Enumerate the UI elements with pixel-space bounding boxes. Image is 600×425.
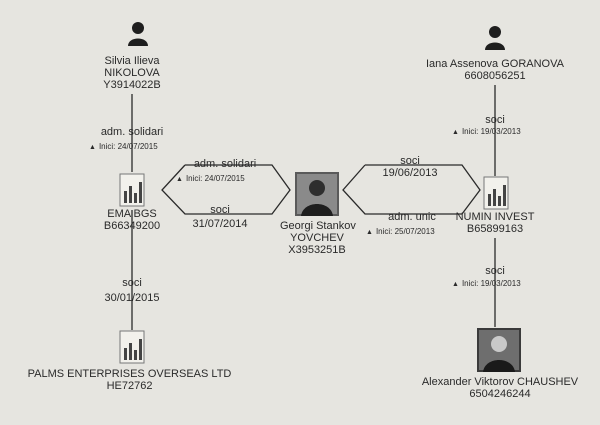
edge-role: adm. unic: [388, 211, 436, 223]
edge-role: soci: [485, 114, 505, 126]
company-icon[interactable]: [119, 330, 145, 364]
edge-date-silvia-ema: ▲Inici: 24/07/2015: [89, 142, 158, 152]
node-iana-line1: Iana Assenova GORANOVA: [426, 58, 564, 70]
edge-date-georgi-ema-top: ▲Inici: 24/07/2015: [176, 174, 245, 184]
edge-label-iana-numin: soci: [470, 114, 520, 126]
edge-role: soci: [210, 204, 230, 216]
triangle-icon: ▲: [366, 229, 373, 236]
edge-date: Inici: 19/03/2013: [461, 279, 521, 288]
edge-date: 31/07/2014: [192, 218, 248, 230]
edge-georgi-numin-arrow: [342, 164, 481, 215]
edge-date-numin-alexander: ▲Inici: 19/03/2013: [452, 279, 521, 289]
edge-role: soci: [400, 155, 420, 167]
triangle-icon: ▲: [89, 144, 96, 151]
edge-role: adm. solidari: [193, 158, 257, 170]
edge-role: soci: [485, 265, 505, 277]
node-numin[interactable]: NUMIN INVEST B65899163: [455, 211, 535, 235]
edge-date-iana-numin: ▲Inici: 19/03/2013: [452, 127, 521, 137]
node-palms-line2: HE72762: [106, 380, 153, 392]
person-icon[interactable]: [126, 20, 150, 46]
node-silvia-line3: Y3914022B: [103, 79, 161, 91]
triangle-icon: ▲: [176, 176, 183, 183]
company-icon[interactable]: [119, 173, 145, 207]
node-silvia-line2: NIKOLOVA: [104, 67, 160, 79]
edge-date: 19/06/2013: [382, 167, 438, 179]
node-iana-line2: 6608056251: [464, 70, 526, 82]
person-icon[interactable]: [483, 24, 507, 50]
node-georgi[interactable]: Georgi Stankov YOVCHEV X3953251B: [280, 220, 356, 256]
edge-georgi-ema-arrow: [161, 164, 291, 215]
node-georgi-line2: YOVCHEV: [290, 232, 344, 244]
edge-date: Inici: 24/07/2015: [98, 142, 158, 151]
person-photo[interactable]: [477, 328, 521, 372]
edge-label-georgi-numin-top: soci: [385, 155, 435, 167]
node-palms[interactable]: PALMS ENTERPRISES OVERSEAS LTD HE72762: [12, 368, 247, 392]
edge-role: soci: [122, 277, 142, 289]
node-georgi-line3: X3953251B: [288, 244, 346, 256]
edge-label-ema-palms: soci: [107, 277, 157, 289]
node-palms-line1: PALMS ENTERPRISES OVERSEAS LTD: [27, 368, 232, 380]
node-alexander-line1: Alexander Viktorov CHAUSHEV: [421, 376, 579, 388]
node-ema[interactable]: EMA BGS B66349200: [92, 208, 172, 232]
triangle-icon: ▲: [452, 129, 459, 136]
edge-date-georgi-ema-bottom: 31/07/2014: [185, 218, 255, 230]
edge-date: Inici: 19/03/2013: [461, 127, 521, 136]
node-alexander-line2: 6504246244: [469, 388, 531, 400]
edge-role: adm. solidari: [100, 126, 164, 138]
edge-label-numin-alexander: soci: [470, 265, 520, 277]
edge-date: Inici: 25/07/2013: [375, 227, 435, 236]
edge-date-georgi-numin-bottom: ▲Inici: 25/07/2013: [366, 227, 435, 237]
node-alexander[interactable]: Alexander Viktorov CHAUSHEV 6504246244: [410, 376, 590, 400]
company-icon[interactable]: [483, 176, 509, 210]
person-photo[interactable]: [295, 172, 339, 216]
node-numin-line1: NUMIN INVEST: [455, 211, 535, 223]
edge-label-georgi-ema-bottom: soci: [195, 204, 245, 216]
edge-label-georgi-numin-bottom: adm. unic: [380, 211, 444, 223]
node-silvia[interactable]: Silvia Ilieva NIKOLOVA Y3914022B: [92, 55, 172, 91]
node-iana[interactable]: Iana Assenova GORANOVA 6608056251: [420, 58, 570, 82]
node-silvia-line1: Silvia Ilieva: [104, 55, 160, 67]
node-ema-line1: EMA BGS: [107, 208, 157, 220]
node-georgi-line1: Georgi Stankov: [280, 220, 356, 232]
node-ema-line2: B66349200: [103, 220, 161, 232]
edge-date: Inici: 24/07/2015: [185, 174, 245, 183]
edge-label-georgi-ema-top: adm. solidari: [190, 158, 260, 170]
edge-label-silvia-ema: adm. solidari: [92, 126, 172, 138]
node-numin-line2: B65899163: [466, 223, 524, 235]
triangle-icon: ▲: [452, 281, 459, 288]
edge-date-georgi-numin-top: 19/06/2013: [375, 167, 445, 179]
edge-date: 30/01/2015: [104, 292, 160, 304]
edge-date-ema-palms: 30/01/2015: [97, 292, 167, 304]
